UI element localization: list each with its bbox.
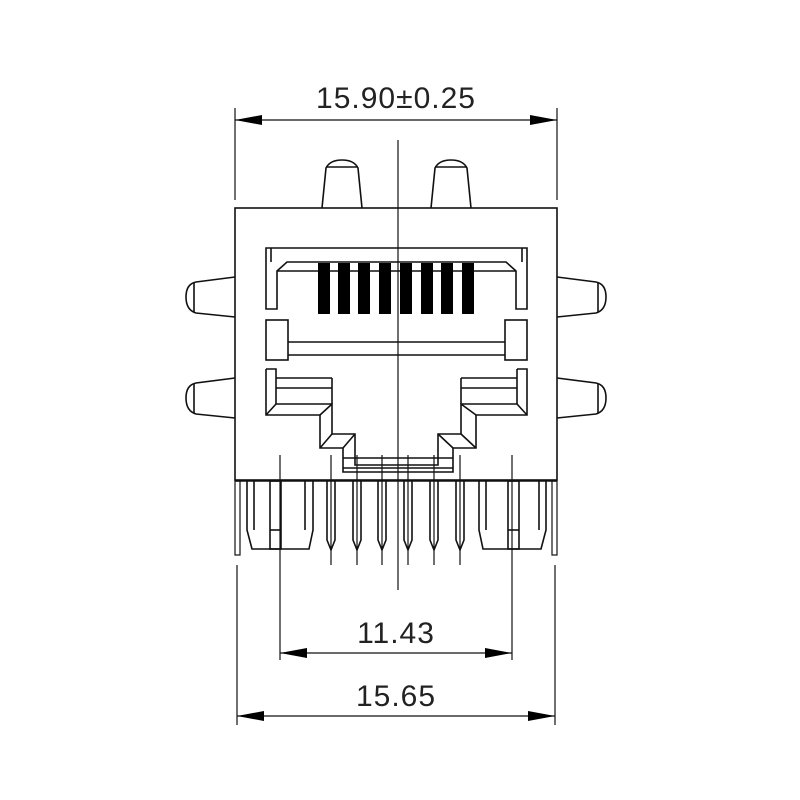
side-latch-right-upper [556, 276, 607, 318]
dimension-top-width: 15.90±0.25 [234, 82, 558, 200]
contact-4 [379, 263, 391, 314]
contact-3 [358, 263, 370, 314]
side-latch-left-lower [185, 377, 236, 419]
contact-2 [338, 263, 350, 314]
contact-7 [441, 263, 453, 314]
contact-6 [421, 263, 433, 314]
dimension-label-pin-span: 11.43 [357, 617, 435, 650]
port-opening [265, 247, 528, 473]
top-post-right [430, 159, 472, 209]
top-post-left [321, 159, 363, 209]
housing-body [234, 207, 558, 481]
side-latch-right-lower [556, 377, 607, 419]
dimension-bottom-width: 15.65 [236, 565, 556, 725]
contact-1 [318, 263, 330, 314]
dimension-pin-span: 11.43 [280, 617, 512, 658]
contact-8 [462, 263, 474, 314]
side-latch-left-upper [185, 276, 236, 318]
contact-5 [400, 263, 412, 314]
dimension-label-bottom: 15.65 [356, 680, 436, 713]
contacts [318, 263, 474, 314]
pin-row [234, 455, 558, 660]
dimension-label-top: 15.90±0.25 [316, 82, 476, 115]
